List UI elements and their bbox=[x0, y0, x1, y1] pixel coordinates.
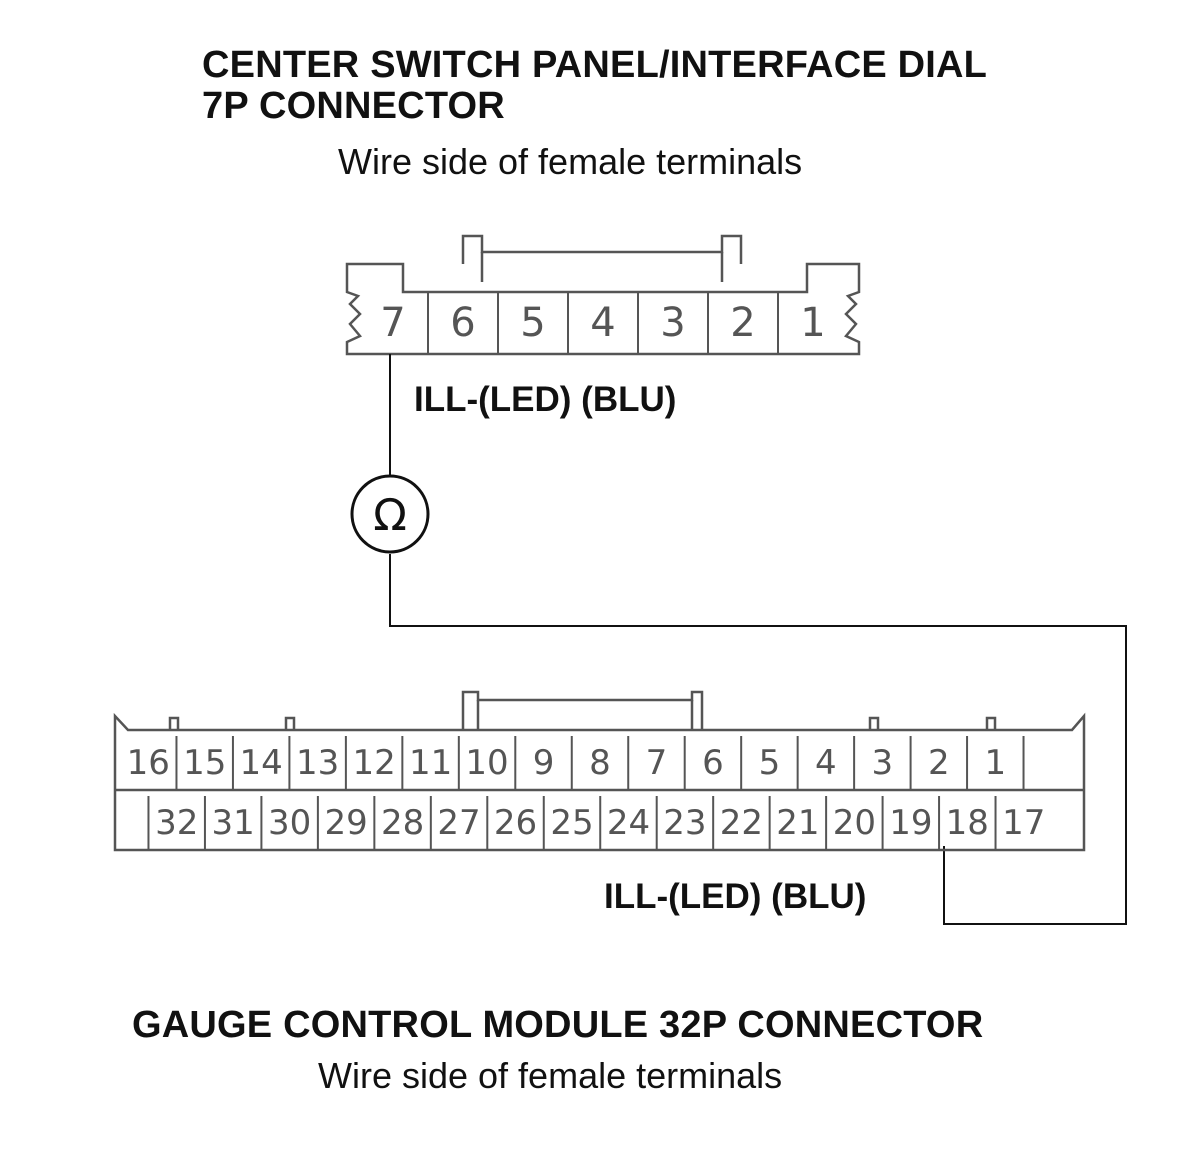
bottom-pin-21: 21 bbox=[776, 803, 819, 843]
bottom-pin-15: 15 bbox=[183, 743, 226, 783]
ohmmeter-icon: Ω bbox=[350, 474, 430, 554]
bottom-pin-22: 22 bbox=[720, 803, 763, 843]
bottom-pin-28: 28 bbox=[381, 803, 424, 843]
bottom-connector-title: GAUGE CONTROL MODULE 32P CONNECTOR bbox=[132, 1004, 984, 1046]
bottom-pin-20: 20 bbox=[833, 803, 876, 843]
bottom-pin-29: 29 bbox=[324, 803, 367, 843]
bottom-pin-11: 11 bbox=[409, 743, 452, 783]
bottom-pin-17: 17 bbox=[1002, 803, 1045, 843]
bottom-pin-4: 4 bbox=[815, 743, 837, 783]
bottom-connector-32p bbox=[113, 690, 1086, 852]
bottom-pin-3: 3 bbox=[872, 743, 894, 783]
top-pin-3: 3 bbox=[660, 300, 685, 346]
bottom-pin-26: 26 bbox=[494, 803, 537, 843]
top-pin-7: 7 bbox=[380, 300, 405, 346]
bottom-pin-6: 6 bbox=[702, 743, 724, 783]
top-connector-subtitle-type: 7P CONNECTOR bbox=[202, 85, 505, 127]
top-connector-title: CENTER SWITCH PANEL/INTERFACE DIAL bbox=[202, 44, 988, 86]
top-pin-6: 6 bbox=[450, 300, 475, 346]
bottom-pin-23: 23 bbox=[663, 803, 706, 843]
bottom-pin-18: 18 bbox=[946, 803, 989, 843]
top-pin-2: 2 bbox=[730, 300, 755, 346]
bottom-pin-32: 32 bbox=[155, 803, 198, 843]
bottom-wire-label: ILL-(LED) (BLU) bbox=[604, 877, 867, 916]
top-connector-7p bbox=[345, 234, 861, 356]
bottom-pin-9: 9 bbox=[533, 743, 555, 783]
bottom-pin-16: 16 bbox=[127, 743, 170, 783]
top-wire-label: ILL-(LED) (BLU) bbox=[414, 380, 677, 419]
bottom-pin-31: 31 bbox=[212, 803, 255, 843]
bottom-pin-8: 8 bbox=[589, 743, 611, 783]
bottom-pin-24: 24 bbox=[607, 803, 650, 843]
bottom-pin-25: 25 bbox=[550, 803, 593, 843]
bottom-pin-12: 12 bbox=[352, 743, 395, 783]
bottom-pin-1: 1 bbox=[984, 743, 1006, 783]
bottom-pin-2: 2 bbox=[928, 743, 950, 783]
bottom-pin-27: 27 bbox=[437, 803, 480, 843]
top-pin-4: 4 bbox=[590, 300, 615, 346]
bottom-pin-7: 7 bbox=[646, 743, 668, 783]
ohm-symbol: Ω bbox=[373, 490, 407, 541]
bottom-pin-13: 13 bbox=[296, 743, 339, 783]
top-pin-5: 5 bbox=[520, 300, 545, 346]
bottom-pin-19: 19 bbox=[889, 803, 932, 843]
bottom-pin-30: 30 bbox=[268, 803, 311, 843]
bottom-connector-view-note: Wire side of female terminals bbox=[318, 1055, 783, 1096]
bottom-pin-10: 10 bbox=[465, 743, 508, 783]
test-wiring bbox=[389, 354, 1127, 925]
top-pin-1: 1 bbox=[800, 300, 825, 346]
bottom-pin-5: 5 bbox=[759, 743, 781, 783]
bottom-pin-14: 14 bbox=[240, 743, 283, 783]
top-connector-view-note: Wire side of female terminals bbox=[338, 141, 803, 182]
